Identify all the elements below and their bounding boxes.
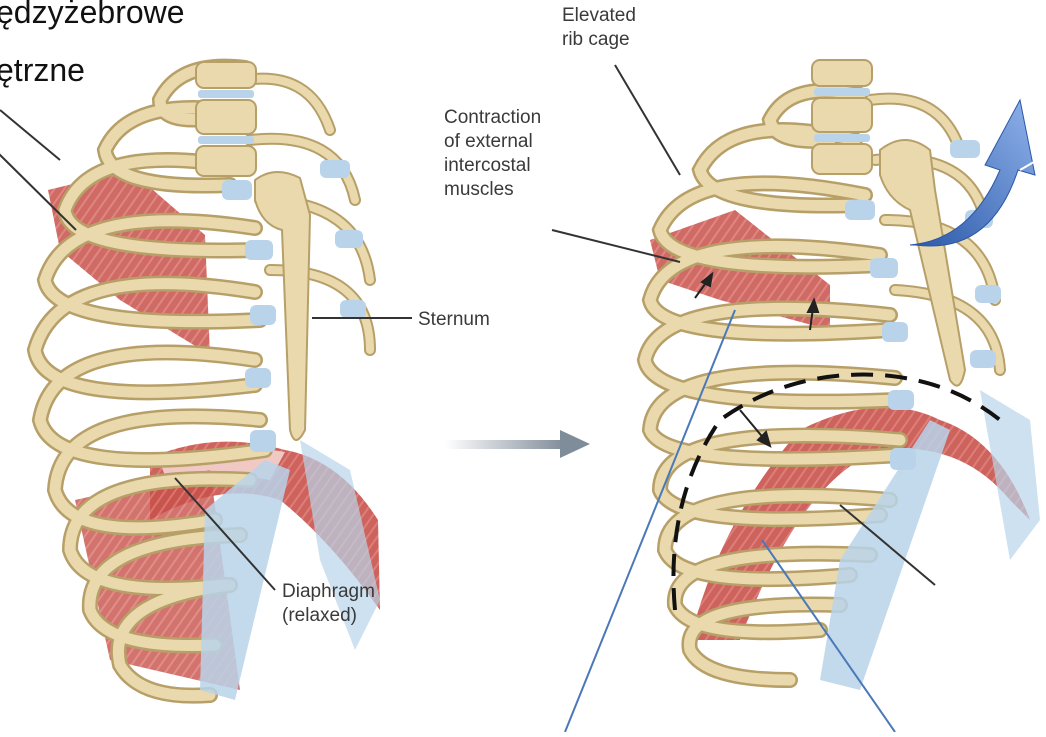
- polish-label-line1: ędzyżebrowe: [0, 0, 185, 32]
- polish-label-line2: ętrzne: [0, 50, 85, 90]
- contraction-label: Contraction of external intercostal musc…: [444, 106, 541, 202]
- sternum-label: Sternum: [418, 308, 490, 332]
- diaphragm-label: Diaphragm (relaxed): [282, 580, 375, 628]
- elevated-rib-cage-label: Elevated rib cage: [562, 4, 636, 52]
- right-vertebrae: [812, 60, 872, 174]
- left-vertebrae: [196, 62, 256, 176]
- right-ribcage: [645, 60, 1040, 690]
- transition-arrow: [445, 430, 590, 458]
